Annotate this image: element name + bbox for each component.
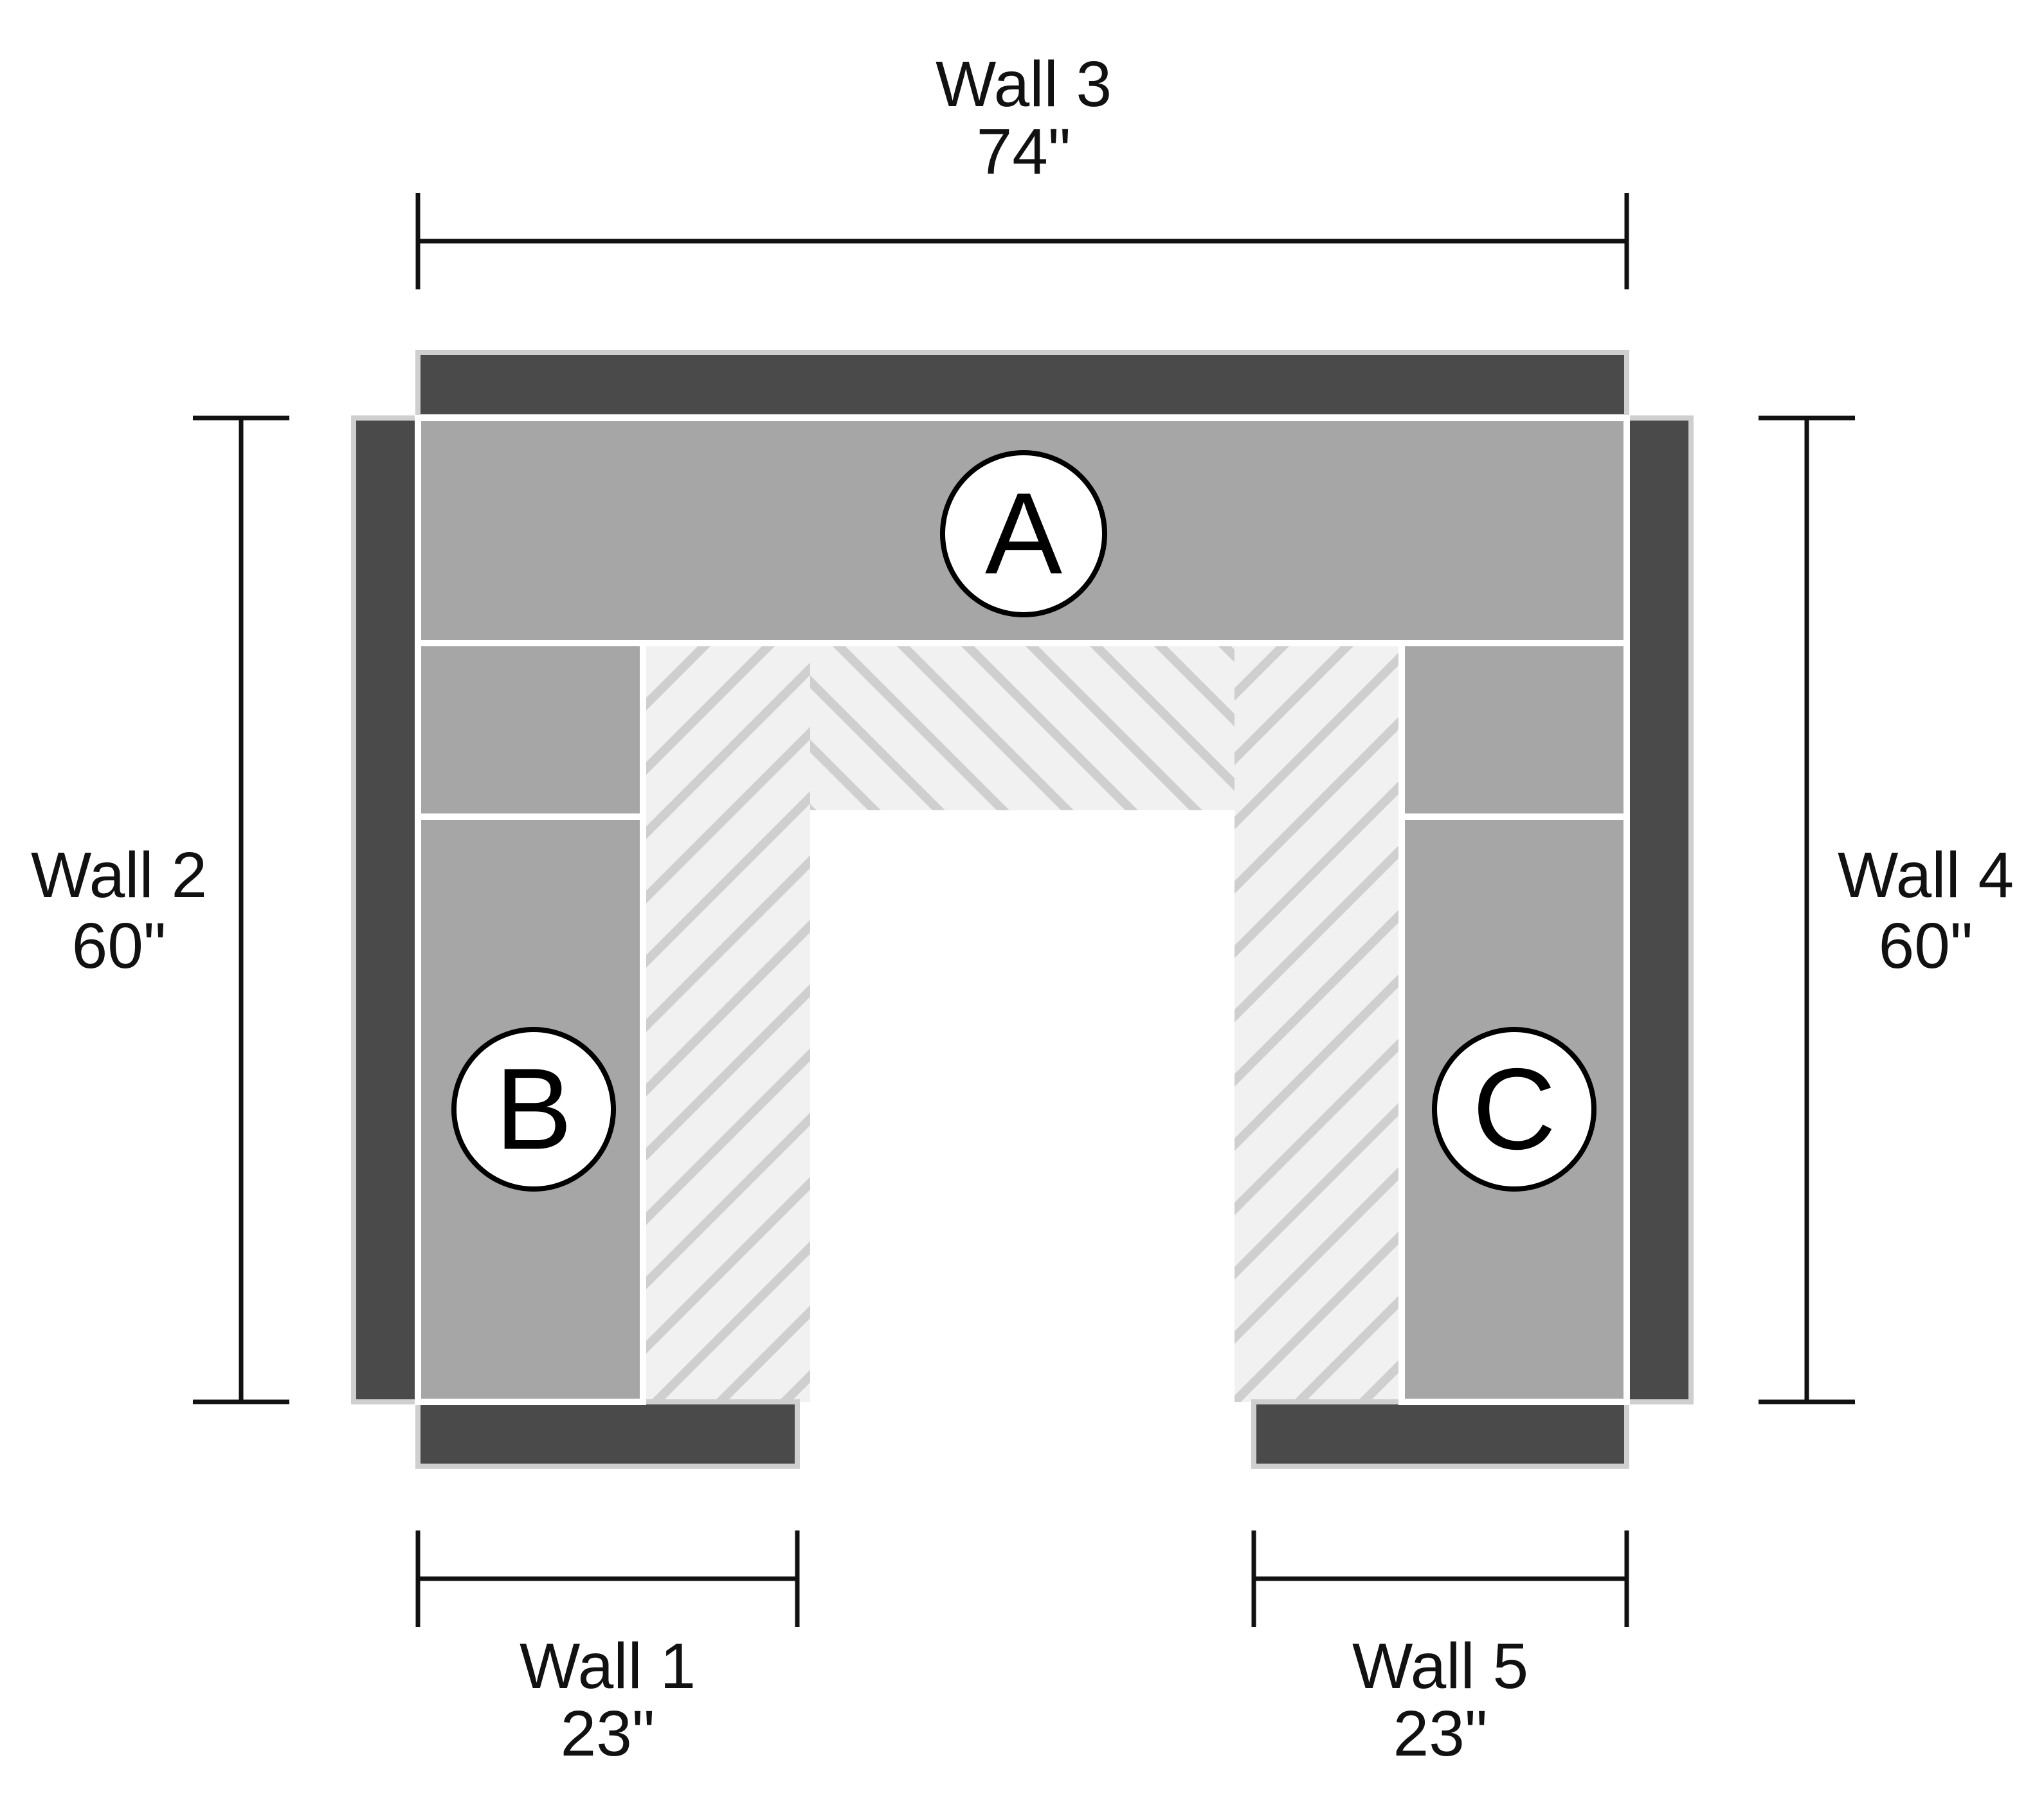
section-b-label: B (495, 1045, 572, 1174)
wall-5-bar (1251, 1399, 1629, 1469)
wall-4-dimension: Wall 4 60" (1759, 415, 2014, 1404)
section-a-badge: A (940, 450, 1107, 617)
section-b-corner (415, 640, 646, 820)
wall-1-bar (415, 1399, 800, 1469)
wall-3-length: 74" (977, 116, 1071, 188)
wall-4-name: Wall 4 (1838, 839, 2014, 911)
section-c-corner (1398, 640, 1630, 820)
wall-4-length: 60" (1879, 910, 1973, 982)
wall-3-dimension: Wall 3 74" (415, 48, 1629, 289)
section-a-label: A (985, 469, 1062, 599)
wall-1-length: 23" (561, 1698, 655, 1770)
wall-4-bar (1624, 415, 1694, 1404)
section-b-badge: B (451, 1027, 616, 1192)
wall-3-bar (415, 350, 1629, 419)
hatch-right-column (1235, 643, 1402, 1402)
wall-2-dimension: Wall 2 60" (31, 415, 289, 1404)
wall-3-name: Wall 3 (936, 48, 1112, 120)
wall-1-dimension: Wall 1 23" (415, 1530, 800, 1770)
hatched-floor-area (643, 643, 1402, 1415)
wall-5-dimension: Wall 5 23" (1251, 1530, 1629, 1770)
section-c-label: C (1472, 1045, 1556, 1174)
wall-2-name: Wall 2 (31, 839, 207, 911)
open-floor-center (810, 810, 1235, 1415)
wall-5-name: Wall 5 (1352, 1630, 1528, 1702)
hatch-left-column (643, 643, 810, 1402)
wall-5-length: 23" (1393, 1698, 1488, 1770)
wall-2-length: 60" (72, 910, 167, 982)
wall-1-name: Wall 1 (520, 1630, 696, 1702)
section-c-badge: C (1432, 1027, 1596, 1192)
wall-2-bar (351, 415, 421, 1404)
